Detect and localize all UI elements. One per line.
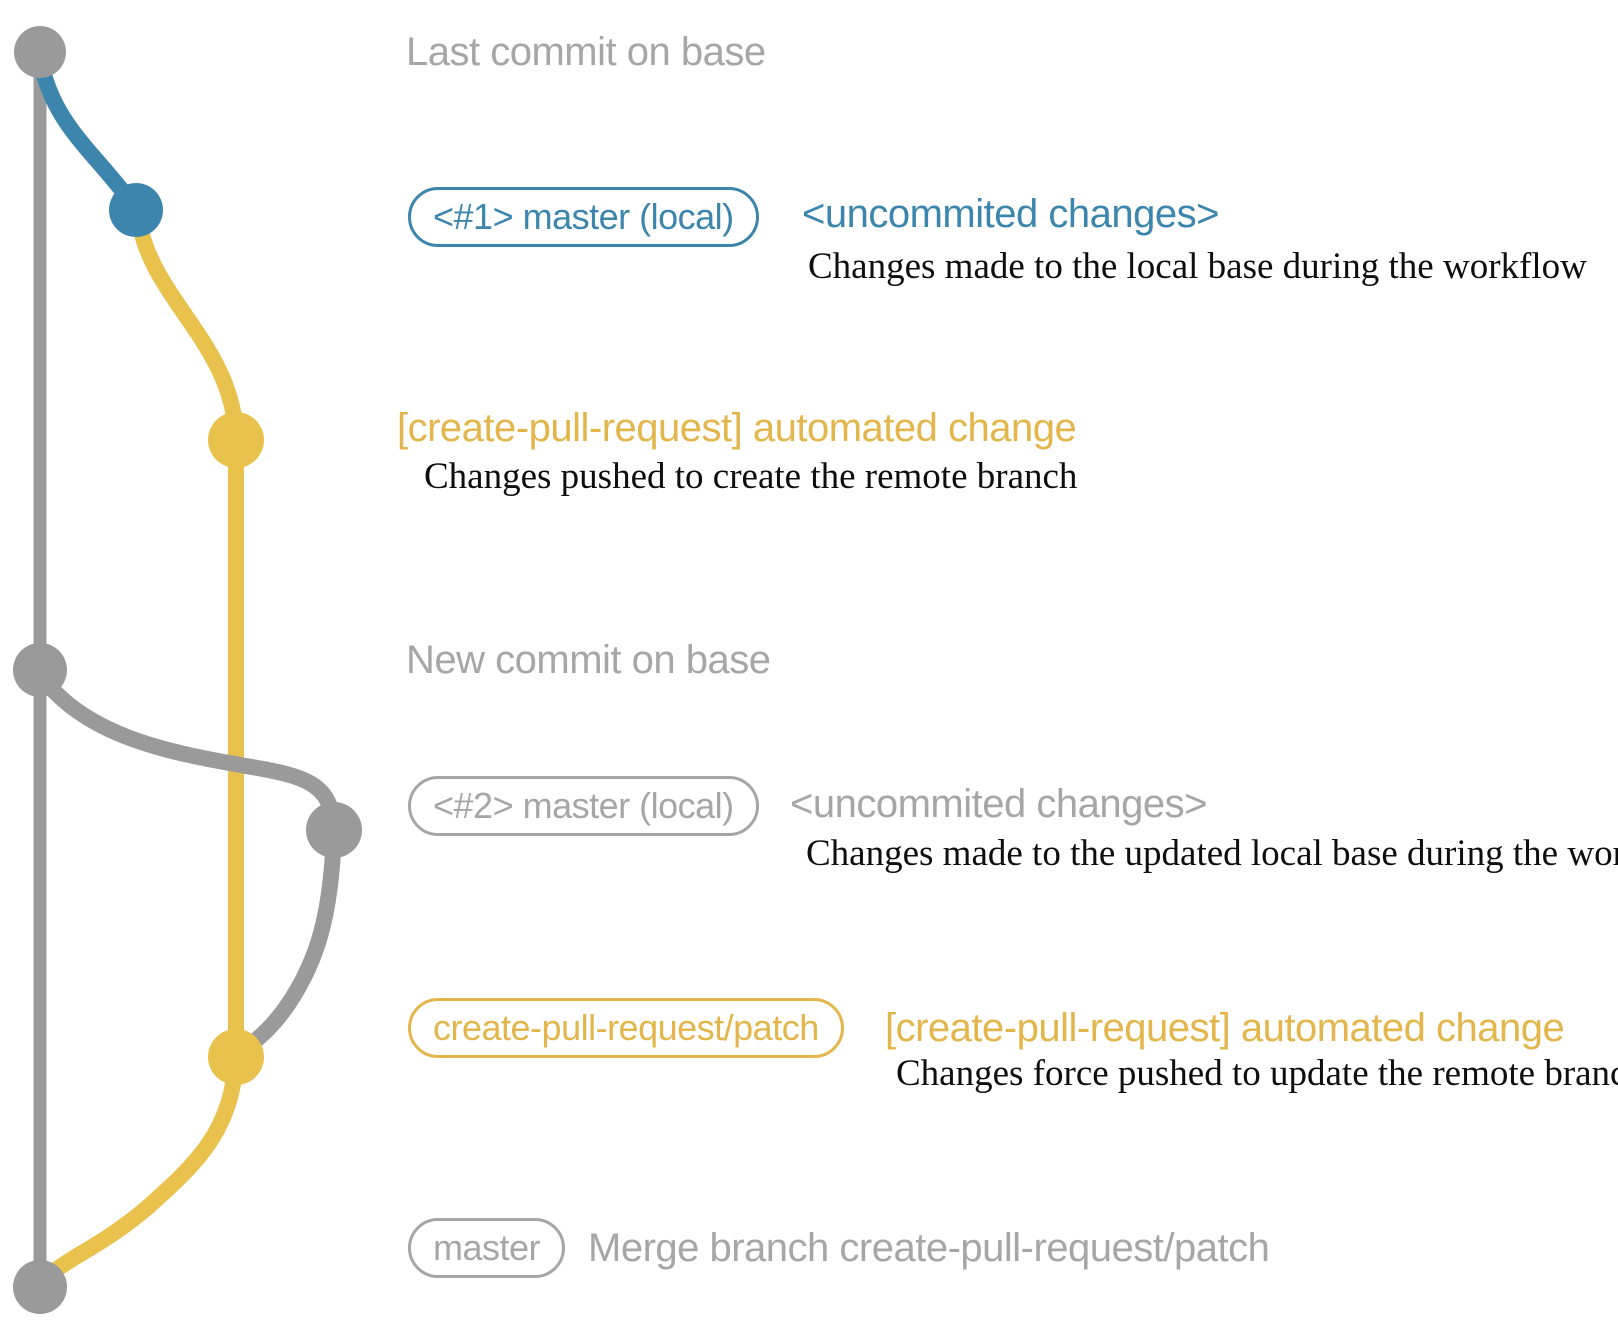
commit-node-automated-1 [208,412,264,468]
base-to-local2-line [32,666,342,836]
label-last-commit-on-base: Last commit on base [406,30,766,74]
local-master-branch-line [32,50,136,206]
branch-label-master-local-2: <#2> master (local) [408,776,759,836]
note-uncommitted-changes-1: <uncommited changes> [802,192,1219,236]
detail-uncommitted-changes-1: Changes made to the local base during th… [808,246,1587,287]
branch-label-create-pull-request-patch: create-pull-request/patch [408,998,844,1058]
detail-uncommitted-changes-2: Changes made to the updated local base d… [806,833,1618,874]
note-automated-change-2: [create-pull-request] automated change [885,1006,1565,1050]
note-uncommitted-changes-2: <uncommited changes> [790,782,1207,826]
branch-label-master: master [408,1218,566,1278]
patch-branch-line [34,212,244,1291]
commit-node-uncommitted-1 [109,183,163,237]
commit-node-last-base [14,26,66,78]
label-new-commit-on-base: New commit on base [406,638,771,682]
note-automated-change-1: [create-pull-request] automated change [397,406,1077,450]
commit-node-uncommitted-2 [306,802,362,858]
label-merge-branch: Merge branch create-pull-request/patch [588,1226,1270,1270]
detail-automated-change-2: Changes force pushed to update the remot… [896,1053,1618,1094]
branch-label-master-local-1: <#1> master (local) [408,187,759,247]
commit-node-merge [13,1260,67,1314]
commit-node-automated-2 [208,1029,264,1085]
local2-to-patch-line [231,825,342,1063]
commit-node-new-base [13,643,67,697]
detail-automated-change-1: Changes pushed to create the remote bran… [424,456,1078,497]
commit-graph [13,26,362,1314]
